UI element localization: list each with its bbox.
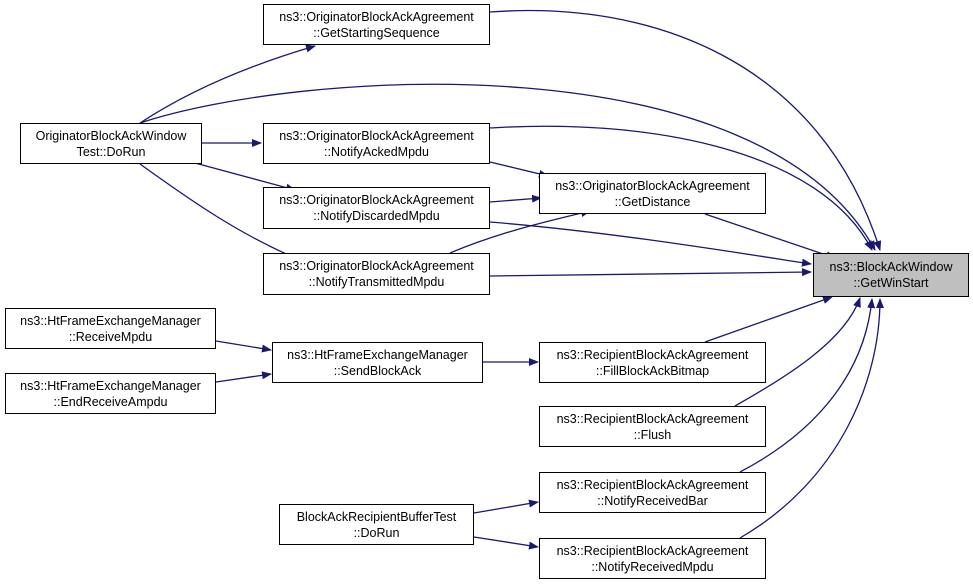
node-label-line1: ns3::OriginatorBlockAckAgreement: [279, 259, 474, 273]
node-label-line1: ns3::RecipientBlockAckAgreement: [556, 411, 749, 426]
node-originatorblockackwindowtest-dorun[interactable]: OriginatorBlockAckWindow Test::DoRun: [20, 123, 202, 164]
node-label-line1: ns3::RecipientBlockAckAgreement: [556, 543, 749, 558]
edge-notifyreceivedbar-to-getwinstart: [739, 298, 876, 473]
node-label-line1: ns3::RecipientBlockAckAgreement: [556, 347, 749, 362]
node-label-line2: ::NotifyDiscardedMpdu: [313, 209, 440, 223]
edge-notifytransmittedmpdu-to-getwinstart: [489, 268, 812, 277]
node-label-line1: OriginatorBlockAckWindow: [35, 128, 187, 143]
node-label-line2: ::EndReceiveAmpdu: [53, 394, 168, 409]
edge-endreceiveampdu-to-sendblockack: [215, 371, 272, 383]
edge-originator_dorun-to-notifydiscardedmpdu: [194, 162, 296, 192]
node-blockackwindow-getwinstart[interactable]: ns3::BlockAckWindow ::GetWinStart: [813, 253, 969, 297]
node-getstartingsequence[interactable]: ns3::OriginatorBlockAckAgreement ::GetSt…: [263, 4, 490, 45]
node-label-line2: ::DoRun: [353, 525, 400, 540]
edge-notifytransmittedmpdu-to-getdistance: [449, 209, 591, 254]
edge-originator_dorun-to-getwinstart: [139, 83, 876, 251]
node-label-line1: ns3::HtFrameExchangeManager: [287, 347, 468, 362]
edge-recipient_dorun-to-notifyreceivedbar: [473, 499, 539, 514]
node-label-line1: ns3::OriginatorBlockAckAgreement: [279, 128, 474, 143]
node-label-line1: ns3::RecipientBlockAckAgreement: [556, 477, 749, 492]
node-htframeexchangemanager-receivempdu[interactable]: ns3::HtFrameExchangeManager ::ReceiveMpd…: [5, 308, 216, 349]
node-label-line1: ns3::HtFrameExchangeManager: [20, 378, 201, 393]
edge-fillblockackbitmap-to-getwinstart: [704, 296, 833, 343]
node-notifyreceivedbar[interactable]: ns3::RecipientBlockAckAgreement ::Notify…: [539, 472, 766, 513]
node-fillblockackbitmap[interactable]: ns3::RecipientBlockAckAgreement ::FillBl…: [539, 342, 766, 383]
edge-notifydiscardedmpdu-to-getwinstart: [489, 221, 812, 267]
node-label-line2: ::SendBlockAck: [333, 363, 422, 378]
node-label-line2: ::GetStartingSequence: [313, 25, 440, 40]
edge-getdistance-to-getwinstart: [704, 213, 836, 259]
node-recipientblockackagreement-flush[interactable]: ns3::RecipientBlockAckAgreement ::Flush: [539, 406, 766, 447]
node-label-line2: Test::DoRun: [76, 144, 146, 159]
node-label-line2: ::FillBlockAckBitmap: [595, 363, 710, 378]
node-notifytransmittedmpdu[interactable]: ns3::OriginatorBlockAckAgreement ::Notif…: [263, 253, 490, 295]
node-notifydiscardedmpdu[interactable]: ns3::OriginatorBlockAckAgreement ::Notif…: [263, 187, 490, 229]
edge-receivempdu-to-sendblockack: [215, 340, 272, 353]
node-label-line1: ns3::OriginatorBlockAckAgreement: [279, 9, 474, 24]
node-label-line2: ::NotifyReceivedBar: [597, 493, 708, 508]
node-label-line1: ns3::BlockAckWindow: [829, 260, 953, 274]
node-label-line2: ::GetWinStart: [853, 276, 929, 290]
edge-getstartingsequence-to-getwinstart: [489, 9, 882, 251]
node-label-line1: BlockAckRecipientBufferTest: [296, 509, 457, 524]
node-label-line1: ns3::OriginatorBlockAckAgreement: [555, 178, 750, 193]
node-label-line1: ns3::HtFrameExchangeManager: [20, 313, 201, 328]
edge-notifydiscardedmpdu-to-getdistance: [489, 194, 542, 203]
node-label-line2: ::ReceiveMpdu: [68, 329, 153, 344]
edge-recipient_dorun-to-notifyreceivedmpdu: [473, 536, 539, 550]
edge-notifyackedmpdu-to-getwinstart: [489, 125, 873, 251]
node-getdistance[interactable]: ns3::OriginatorBlockAckAgreement ::GetDi…: [539, 173, 766, 214]
node-htframeexchangemanager-endreceiveampdu[interactable]: ns3::HtFrameExchangeManager ::EndReceive…: [5, 373, 216, 414]
node-htframeexchangemanager-sendblockack[interactable]: ns3::HtFrameExchangeManager ::SendBlockA…: [272, 342, 483, 383]
node-notifyackedmpdu[interactable]: ns3::OriginatorBlockAckAgreement ::Notif…: [263, 123, 490, 164]
edge-originator_dorun-to-notifytransmittedmpdu: [139, 163, 301, 261]
node-label-line2: ::GetDistance: [614, 194, 691, 209]
node-label-line2: ::Flush: [633, 427, 672, 442]
node-blockackrecipientbuffertest-dorun[interactable]: BlockAckRecipientBufferTest ::DoRun: [279, 504, 474, 545]
edge-originator_dorun-to-getstartingsequence: [139, 44, 316, 124]
node-label-line2: ::NotifyReceivedMpdu: [591, 559, 714, 574]
edge-notifyackedmpdu-to-getdistance: [489, 161, 549, 178]
edge-notifyreceivedmpdu-to-getwinstart: [739, 298, 884, 539]
node-label-line2: ::NotifyTransmittedMpdu: [308, 275, 445, 289]
node-label-line2: ::NotifyAckedMpdu: [324, 144, 429, 159]
node-notifyreceivedmpdu[interactable]: ns3::RecipientBlockAckAgreement ::Notify…: [539, 538, 766, 579]
edge-flush-to-getwinstart: [734, 297, 861, 407]
node-label-line1: ns3::OriginatorBlockAckAgreement: [279, 193, 474, 207]
